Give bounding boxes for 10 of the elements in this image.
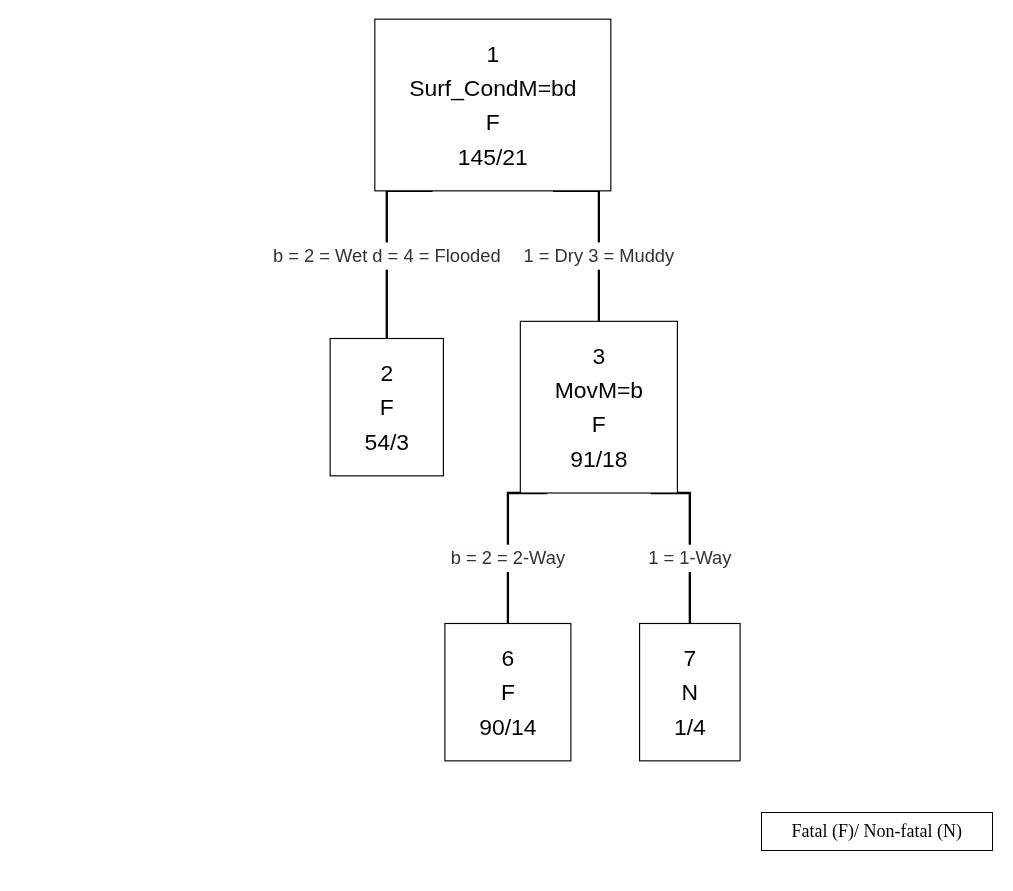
node-box: 6 F 90/14 [444,622,572,762]
edge-label: 1 = 1-Way [648,547,732,568]
node-box: 7 N 1/4 [639,622,741,762]
node-box: 3 MovM=b F 91/18 [519,320,678,494]
edge-label: b = 2 = 2-Way [450,547,566,568]
node-box: 2 F 54/3 [329,337,444,477]
edge-label: 1 = Dry 3 = Muddy [523,245,675,266]
edge-label: b = 2 = Wet d = 4 = Flooded [272,245,501,266]
node-box: 1 Surf_CondM=bd F 145/21 [374,18,612,192]
note-text: Fatal (F)/ Non-fatal (N) [760,812,993,851]
